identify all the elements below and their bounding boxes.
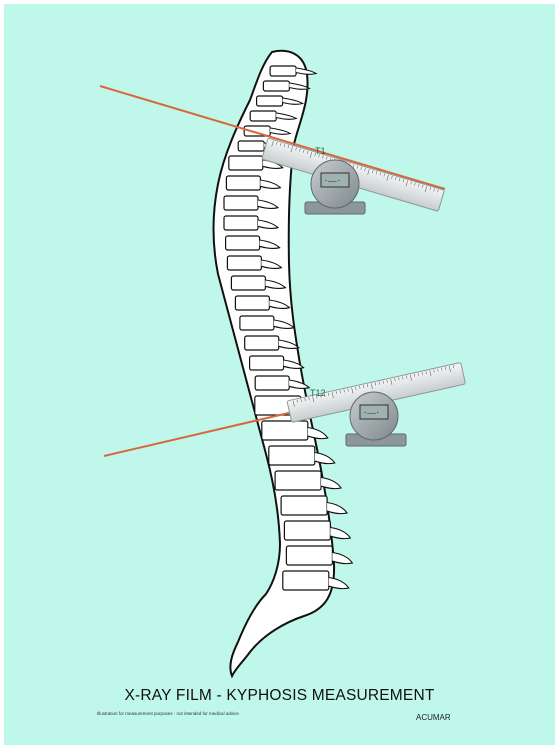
vertebra xyxy=(269,446,315,465)
vertebra xyxy=(235,296,269,310)
spinous-process xyxy=(329,578,349,589)
vertebra xyxy=(240,316,274,330)
spinous-process xyxy=(308,428,328,439)
vertebra xyxy=(263,81,289,91)
vertebra xyxy=(224,196,258,210)
vertebra xyxy=(255,376,289,390)
spine-diagram: T1 ·——· T12 ·——· xyxy=(4,4,555,745)
disclaimer-text: Illustration for measurement purposes - … xyxy=(97,711,239,716)
vertebra xyxy=(281,496,327,515)
vertebra xyxy=(250,111,276,121)
brand-label: ACUMAR xyxy=(416,713,451,722)
vertebra xyxy=(283,571,329,590)
diagram-title: X-RAY FILM - KYPHOSIS MEASUREMENT xyxy=(4,687,555,705)
spinous-process xyxy=(330,528,350,539)
vertebra xyxy=(226,176,260,190)
vertebra xyxy=(250,356,284,370)
inclinometer-reading: ·——· xyxy=(363,409,380,417)
upper-vertebra-label: T1 xyxy=(315,146,326,156)
inclinometer-reading: ·——· xyxy=(324,177,341,185)
spinous-process xyxy=(327,503,347,514)
vertebra xyxy=(231,276,265,290)
vertebra xyxy=(275,471,321,490)
vertebra xyxy=(257,96,283,106)
vertebra xyxy=(224,216,258,230)
vertebra xyxy=(229,156,263,170)
spinous-process xyxy=(321,478,341,489)
vertebra xyxy=(226,236,260,250)
vertebra xyxy=(286,546,332,565)
diagram-panel: T1 ·——· T12 ·——· X-RAY FILM - KYPHOSIS M… xyxy=(4,4,555,745)
vertebra xyxy=(270,66,296,76)
spinous-process xyxy=(315,453,335,464)
vertebra xyxy=(284,521,330,540)
vertebra xyxy=(245,336,279,350)
spinous-process xyxy=(332,553,352,564)
vertebra xyxy=(262,421,308,440)
vertebra xyxy=(238,141,264,151)
lower-vertebra-label: T12 xyxy=(310,388,326,398)
vertebra xyxy=(227,256,261,270)
